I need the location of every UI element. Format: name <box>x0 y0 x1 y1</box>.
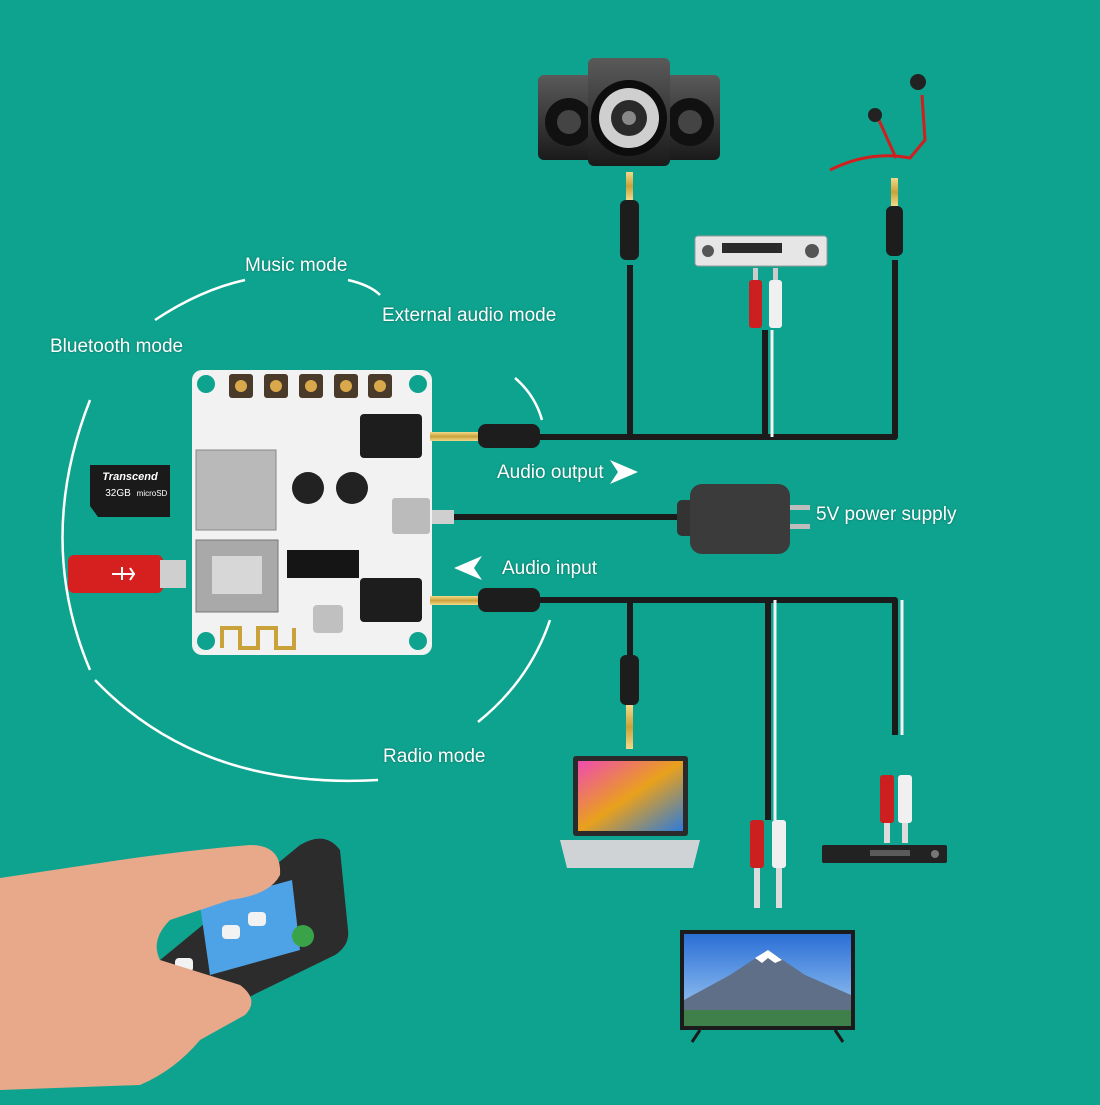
mode-arcs <box>61 278 552 782</box>
sd-brand-text: Transcend <box>102 471 158 483</box>
audio-input-label: Audio input <box>502 558 598 579</box>
rca-plug-icon <box>749 268 782 328</box>
input-arrow-icon <box>454 556 482 580</box>
output-arrow-icon <box>610 460 638 484</box>
radio-mode-label: Radio mode <box>383 746 486 767</box>
earphone-jack-icon <box>886 178 903 256</box>
hand-icon <box>0 845 281 1090</box>
audio-output-label: Audio output <box>497 462 604 483</box>
dvd-player-icon <box>822 845 947 863</box>
cables <box>430 260 898 820</box>
aux-jack-icon <box>620 655 639 749</box>
tv-icon <box>680 930 855 1043</box>
microsd-card-icon: Transcend 32GB microSD <box>90 465 170 517</box>
audio-input-plug-icon <box>430 588 540 612</box>
laptop-icon <box>560 756 700 868</box>
speaker-system-icon <box>538 58 720 166</box>
aux-jack-icon <box>620 172 639 260</box>
rca-plug-icon <box>880 775 912 843</box>
white-cable-strands <box>770 330 904 820</box>
audio-output-plug-icon <box>430 424 540 448</box>
power-adapter-icon <box>432 484 810 554</box>
sd-capacity-text: 32GB <box>105 488 131 499</box>
sd-type-text: microSD <box>137 489 168 498</box>
power-supply-label: 5V power supply <box>816 504 957 525</box>
usb-stick-icon <box>68 555 186 593</box>
amplifier-icon <box>694 235 828 267</box>
bluetooth-mode-label: Bluetooth mode <box>50 336 184 357</box>
bluetooth-audio-board <box>192 370 432 655</box>
rca-plug-icon <box>750 820 786 908</box>
earphones-icon <box>829 74 927 172</box>
music-mode-label: Music mode <box>245 255 348 276</box>
external-audio-mode-label: External audio mode <box>382 305 557 326</box>
